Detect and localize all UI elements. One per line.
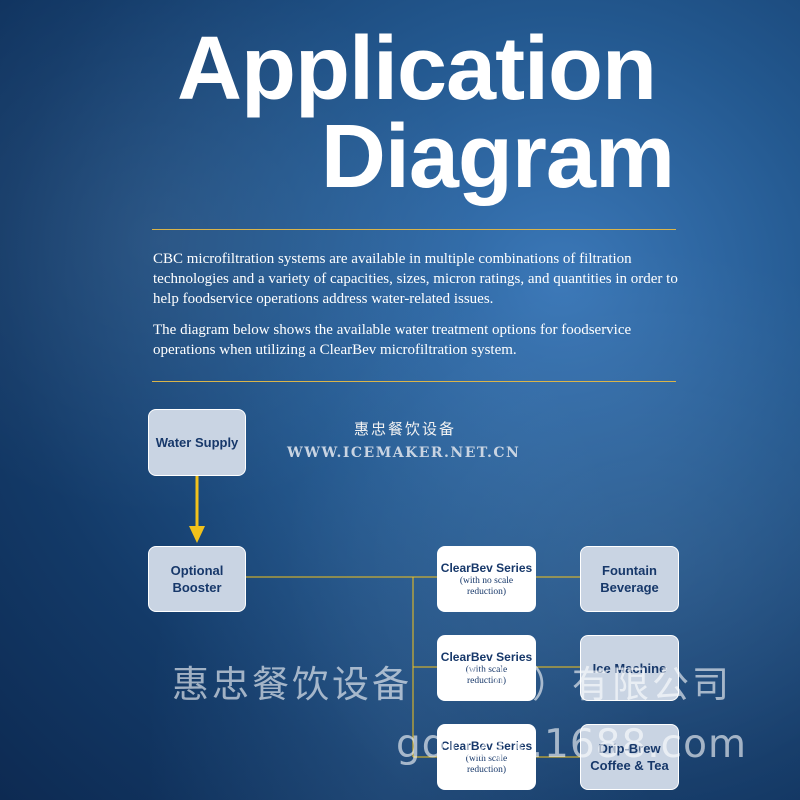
- intro-paragraph-2: The diagram below shows the available wa…: [153, 322, 632, 358]
- clearbev-1-title: ClearBev Series: [440, 560, 533, 575]
- clearbev-no-scale-box: ClearBev Series (with no scale reduction…: [437, 546, 536, 612]
- clearbev-3-sub-2: reduction): [466, 764, 507, 775]
- clearbev-scale-box-1: ClearBev Series (with scale reduction): [437, 635, 536, 701]
- bottom-divider: [152, 381, 676, 382]
- watermark-url-large: gdhzjx.1688.com: [396, 722, 747, 767]
- drip-brew-box: Drip-Brew Coffee & Tea: [580, 724, 679, 790]
- watermark-company-large: 惠忠餐饮设备（广州）有限公司: [172, 663, 732, 706]
- intro-paragraph-1: CBC microfiltration systems are availabl…: [153, 251, 678, 307]
- clearbev-2-title: ClearBev Series: [440, 649, 533, 664]
- clearbev-scale-box-2: ClearBev Series (with scale reduction): [437, 724, 536, 790]
- clearbev-2-sub-1: (with scale: [465, 664, 508, 675]
- water-supply-label: Water Supply: [155, 435, 239, 450]
- booster-label-line-2: Booster: [172, 580, 222, 595]
- output-3-line-2: Coffee & Tea: [590, 758, 669, 773]
- top-divider: [152, 229, 676, 230]
- ice-machine-box: Ice Machine: [580, 635, 679, 701]
- output-3-line-1: Drip-Brew: [598, 741, 661, 756]
- page-title-line-2: Diagram: [320, 107, 675, 207]
- watermark-company-small: 惠忠餐饮设备: [354, 420, 457, 438]
- booster-label-line-1: Optional: [170, 563, 224, 578]
- output-2-line-1: Ice Machine: [592, 660, 667, 676]
- fountain-beverage-box: Fountain Beverage: [580, 546, 679, 612]
- water-supply-box: Water Supply: [148, 409, 246, 476]
- clearbev-3-title: ClearBev Series: [440, 738, 533, 753]
- clearbev-3-sub-1: (with scale: [465, 753, 508, 764]
- watermark-url-small: WWW.ICEMAKER.NET.CN: [287, 445, 521, 461]
- output-1-line-1: Fountain: [602, 563, 657, 578]
- arrow-head: [189, 526, 205, 543]
- clearbev-2-sub-2: reduction): [466, 675, 507, 686]
- page-title-line-1: Application: [177, 19, 657, 119]
- clearbev-1-sub-1: (with no scale: [459, 575, 514, 586]
- optional-booster-box: Optional Booster: [148, 546, 246, 612]
- output-1-line-2: Beverage: [600, 580, 659, 595]
- clearbev-1-sub-2: reduction): [466, 586, 507, 597]
